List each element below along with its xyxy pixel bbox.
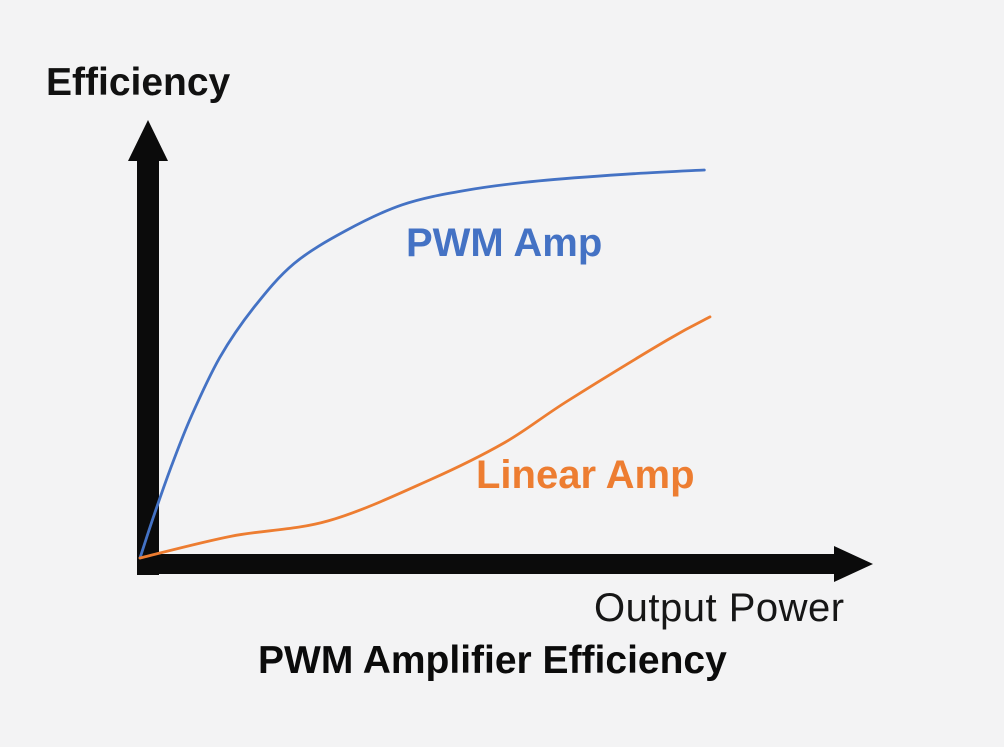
pwm-amp-series-label: PWM Amp: [406, 221, 603, 265]
x-axis-arrow: [137, 546, 873, 582]
linear-amp-curve: [138, 315, 712, 560]
linear-amp-series-label: Linear Amp: [476, 453, 695, 497]
x-axis-label: Output Power: [594, 586, 845, 630]
pwm-amp-curve: [138, 168, 706, 560]
y-axis-label: Efficiency: [46, 61, 231, 104]
chart-caption: PWM Amplifier Efficiency: [258, 639, 727, 682]
y-axis-arrow: [128, 120, 168, 575]
